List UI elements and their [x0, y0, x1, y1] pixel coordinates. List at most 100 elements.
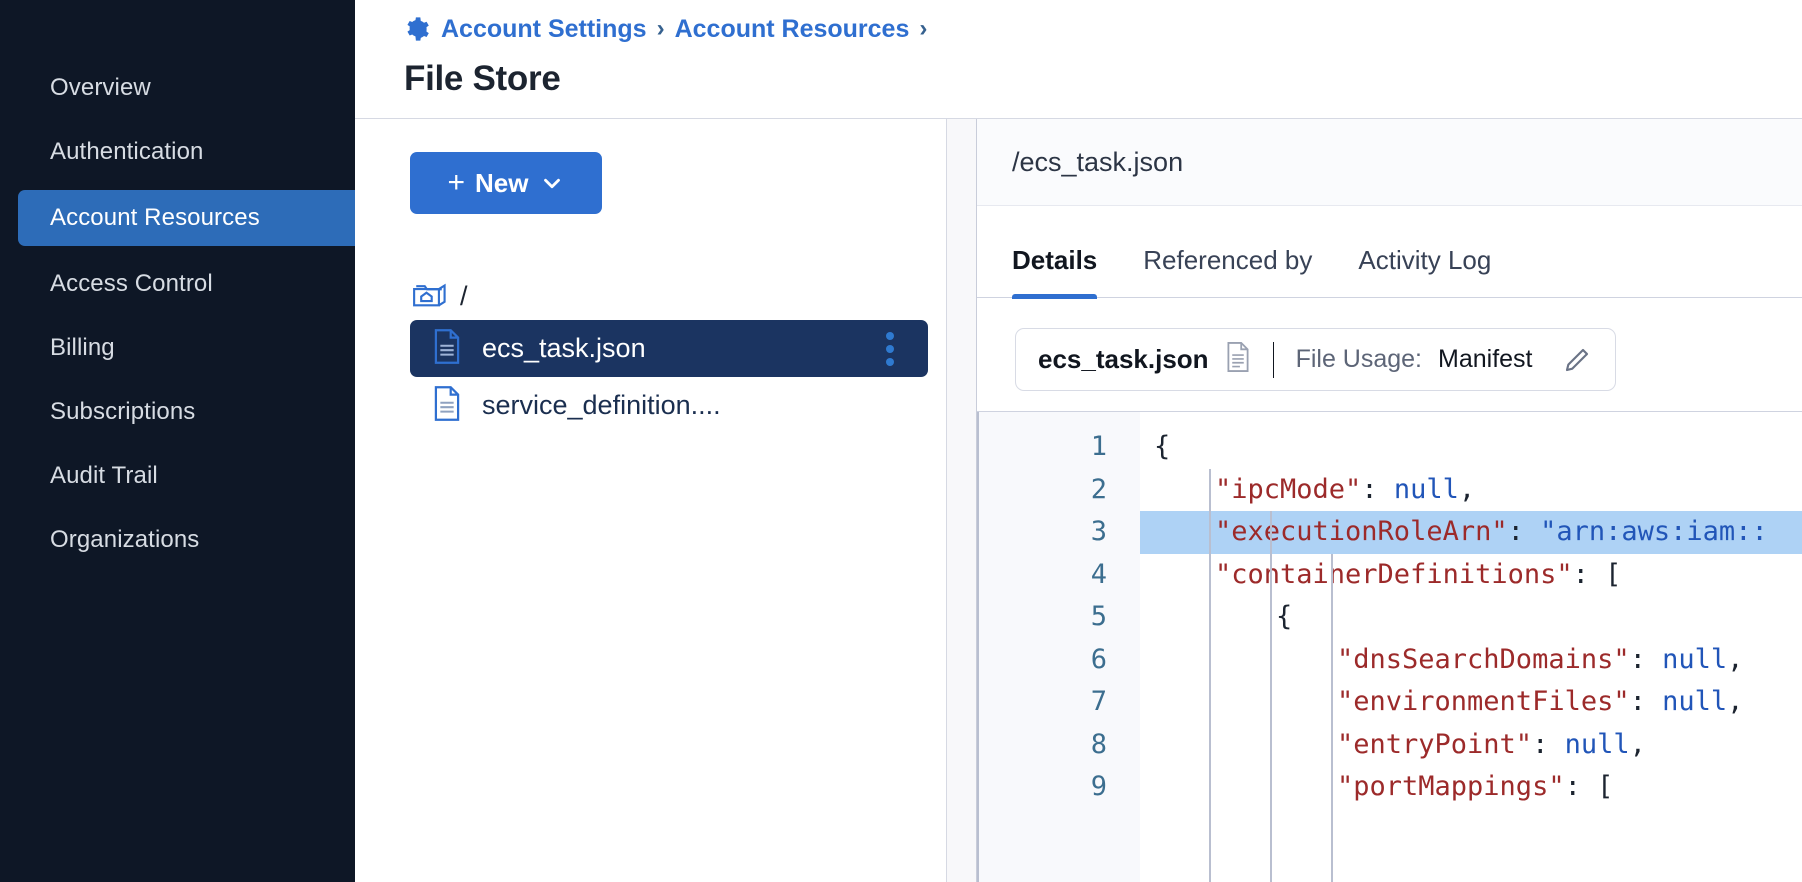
code-token: "containerDefinitions": [1215, 559, 1573, 590]
code-token: :: [1508, 516, 1541, 547]
detail-tabs: Details Referenced by Activity Log: [977, 206, 1802, 298]
tab-activity-log[interactable]: Activity Log: [1358, 245, 1491, 297]
file-name-label: service_definition....: [482, 390, 721, 421]
code-token: "executionRoleArn": [1215, 516, 1508, 547]
breadcrumb-separator: ›: [656, 15, 666, 43]
code-token: {: [1154, 431, 1170, 462]
pencil-icon[interactable]: [1561, 344, 1593, 376]
code-line: "portMappings": [: [1140, 766, 1802, 809]
plus-icon: +: [448, 168, 466, 198]
code-editor[interactable]: 123456789 {"ipcMode": null,"executionRol…: [977, 411, 1802, 882]
indent-guide: [1270, 511, 1272, 882]
gear-icon: [404, 15, 432, 43]
main-column: Account Settings › Account Resources › F…: [355, 0, 1802, 882]
tab-referenced-by[interactable]: Referenced by: [1143, 245, 1312, 297]
sidebar-item-label: Billing: [50, 334, 115, 362]
breadcrumb-separator-trailing: ›: [918, 15, 928, 43]
code-token: :: [1630, 686, 1663, 717]
line-number: 5: [979, 596, 1140, 639]
code-token: :: [1532, 729, 1565, 760]
meta-usage-value: Manifest: [1438, 345, 1532, 374]
code-token: "ipcMode": [1215, 474, 1361, 505]
code-token: :: [1361, 474, 1394, 505]
tab-details[interactable]: Details: [1012, 245, 1097, 297]
code-token: null: [1662, 644, 1727, 675]
page-title: File Store: [404, 59, 1802, 99]
sidebar-item-subscriptions[interactable]: Subscriptions: [0, 386, 355, 438]
sidebar-item-label: Audit Trail: [50, 462, 158, 490]
code-token: "arn:aws:iam::: [1540, 516, 1768, 547]
code-line: "containerDefinitions": [: [1140, 554, 1802, 597]
code-token: ,: [1727, 686, 1743, 717]
meta-file-name: ecs_task.json: [1038, 344, 1209, 375]
file-icon: [432, 328, 462, 370]
code-token: ,: [1727, 644, 1743, 675]
sidebar-item-overview[interactable]: Overview: [0, 62, 355, 114]
breadcrumb-item-account-settings[interactable]: Account Settings: [441, 15, 647, 44]
sidebar-item-audit-trail[interactable]: Audit Trail: [0, 450, 355, 502]
kebab-menu-icon[interactable]: [882, 328, 898, 370]
code-token: :: [1630, 644, 1663, 675]
editor-code-area[interactable]: {"ipcMode": null,"executionRoleArn": "ar…: [1140, 412, 1802, 882]
line-number: 2: [979, 469, 1140, 512]
file-detail-pane: /ecs_task.json Details Referenced by Activ…: [977, 119, 1802, 882]
chevron-down-icon: [539, 170, 565, 196]
indent-guide: [1209, 469, 1211, 882]
file-path-label: /ecs_task.json: [977, 119, 1802, 206]
meta-divider: [1273, 342, 1274, 378]
sidebar-item-account-resources[interactable]: Account Resources: [18, 190, 355, 246]
code-token: : [: [1573, 559, 1622, 590]
breadcrumb-item-account-resources[interactable]: Account Resources: [675, 15, 910, 44]
sidebar-item-authentication[interactable]: Authentication: [0, 126, 355, 178]
folder-home-icon: [410, 277, 448, 316]
file-tree-row[interactable]: service_definition....: [410, 377, 928, 434]
code-token: "portMappings": [1337, 771, 1565, 802]
meta-usage-label: File Usage:: [1296, 345, 1422, 374]
sidebar-item-label: Overview: [50, 74, 151, 102]
code-token: "environmentFiles": [1337, 686, 1630, 717]
page-header: Account Settings › Account Resources › F…: [355, 0, 1802, 119]
code-token: ,: [1630, 729, 1646, 760]
code-line: "executionRoleArn": "arn:aws:iam::: [1140, 511, 1802, 554]
file-tree: / ecs_task.json service_definition....: [355, 272, 946, 434]
document-icon: [1225, 341, 1251, 378]
file-name-label: ecs_task.json: [482, 333, 646, 364]
sidebar-item-organizations[interactable]: Organizations: [0, 514, 355, 566]
line-number: 1: [979, 426, 1140, 469]
line-number: 3: [979, 511, 1140, 554]
line-number: 7: [979, 681, 1140, 724]
code-token: null: [1662, 686, 1727, 717]
tab-label: Referenced by: [1143, 245, 1312, 275]
new-button-label: New: [475, 168, 528, 199]
line-number: 9: [979, 766, 1140, 809]
sidebar-item-label: Organizations: [50, 526, 199, 554]
primary-sidebar: OverviewAuthenticationAccount ResourcesA…: [0, 0, 355, 882]
file-browser-pane: + New: [355, 119, 946, 882]
code-line: "entryPoint": null,: [1140, 724, 1802, 767]
code-line: "dnsSearchDomains": null,: [1140, 639, 1802, 682]
sidebar-item-label: Authentication: [50, 138, 204, 166]
code-line: "ipcMode": null,: [1140, 469, 1802, 512]
code-token: null: [1394, 474, 1459, 505]
line-number: 8: [979, 724, 1140, 767]
new-button[interactable]: + New: [410, 152, 602, 214]
breadcrumb: Account Settings › Account Resources ›: [404, 8, 1802, 50]
code-token: ,: [1459, 474, 1475, 505]
code-token: "entryPoint": [1337, 729, 1532, 760]
sidebar-item-access-control[interactable]: Access Control: [0, 258, 355, 310]
code-token: "dnsSearchDomains": [1337, 644, 1630, 675]
sidebar-item-label: Account Resources: [50, 204, 260, 232]
sidebar-item-billing[interactable]: Billing: [0, 322, 355, 374]
indent-guide: [1331, 554, 1333, 882]
line-number: 6: [979, 639, 1140, 682]
editor-line-number-gutter: 123456789: [977, 412, 1140, 882]
file-meta-wrap: ecs_task.json File Usage: Manifest: [977, 298, 1802, 411]
pane-splitter[interactable]: [946, 119, 977, 882]
line-number: 4: [979, 554, 1140, 597]
file-icon: [432, 385, 462, 427]
file-tree-row[interactable]: ecs_task.json: [410, 320, 928, 377]
code-token: {: [1276, 601, 1292, 632]
tab-label: Activity Log: [1358, 245, 1491, 275]
tree-root-folder[interactable]: /: [355, 272, 946, 320]
